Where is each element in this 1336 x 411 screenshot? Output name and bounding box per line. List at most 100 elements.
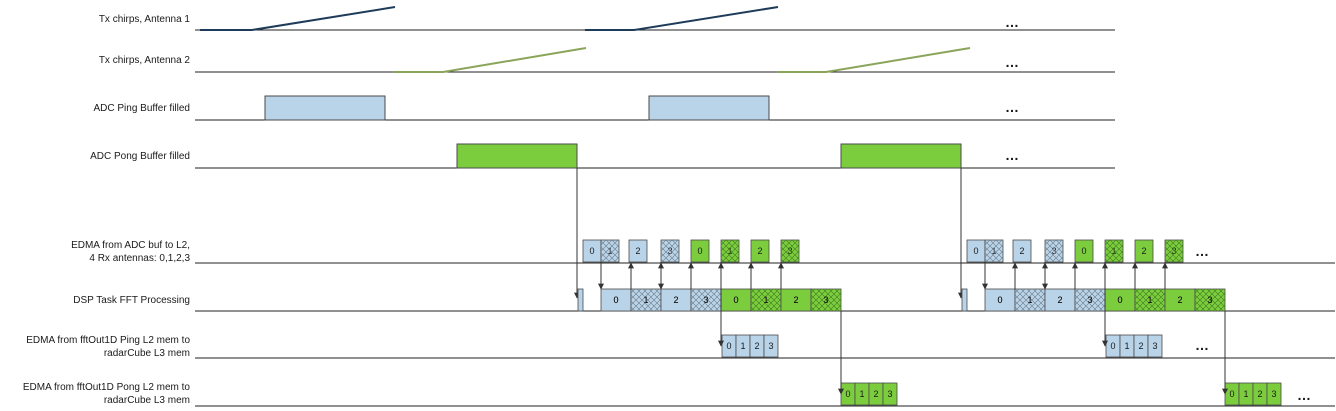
pong-buffer-block bbox=[840, 143, 962, 169]
tx1-chirp bbox=[200, 6, 396, 31]
trigger-arrows bbox=[574, 168, 964, 299]
hatch-overlay bbox=[985, 240, 1003, 262]
hatch-overlay bbox=[1165, 240, 1183, 262]
cell-label: 2 bbox=[1019, 246, 1024, 256]
ellipsis-ping: … bbox=[1005, 99, 1019, 115]
hatch-overlay bbox=[1015, 289, 1045, 311]
edma-adc-cell: 2 bbox=[1134, 239, 1154, 263]
hatch-overlay bbox=[1135, 289, 1165, 311]
edma-ping-l3-cell: 1 bbox=[1119, 334, 1135, 358]
cell-label: 2 bbox=[793, 295, 798, 305]
cell-label: 3 bbox=[1207, 295, 1212, 305]
edma-pong-l3-cell: 3 bbox=[1266, 382, 1282, 406]
cell-label: 2 bbox=[673, 295, 678, 305]
cell-label: 3 bbox=[887, 389, 892, 399]
cell-label: 3 bbox=[1152, 341, 1157, 351]
edma-ping-l3-cell: 0 bbox=[1105, 334, 1121, 358]
cell-label: 1 bbox=[1027, 295, 1032, 305]
ellipsis-edma2: … bbox=[1195, 337, 1209, 353]
cell-label: 2 bbox=[1057, 295, 1062, 305]
cell-label: 0 bbox=[613, 295, 618, 305]
cell-label: 0 bbox=[726, 341, 731, 351]
row-label-edma1-line1: EDMA from ADC buf to L2, bbox=[71, 240, 190, 251]
cell-label: 2 bbox=[1257, 389, 1262, 399]
edma-adc-cell: 2 bbox=[1012, 239, 1032, 263]
edma-ping-l3-cell: 1 bbox=[735, 334, 751, 358]
dsp-marker bbox=[577, 288, 584, 312]
edma-pong-l3-cell: 2 bbox=[1252, 382, 1268, 406]
dsp-marker bbox=[961, 288, 968, 312]
cell-label: 1 bbox=[1124, 341, 1129, 351]
edma-pong-l3-cell: 0 bbox=[1224, 382, 1240, 406]
cell-label: 0 bbox=[733, 295, 738, 305]
cell-label: 2 bbox=[754, 341, 759, 351]
cell-label: 0 bbox=[1081, 246, 1086, 256]
cell-label: 2 bbox=[1177, 295, 1182, 305]
cell-label: 2 bbox=[1057, 295, 1062, 305]
cell-label: 3 bbox=[1271, 389, 1276, 399]
pong-buffer-block bbox=[456, 143, 578, 169]
edma-ping-l3-cell: 3 bbox=[763, 334, 779, 358]
tx2-chirp bbox=[778, 47, 971, 73]
cell-label: 2 bbox=[1141, 246, 1146, 256]
cell-label: 1 bbox=[643, 295, 648, 305]
hatch-overlay bbox=[1105, 240, 1123, 262]
cell-label: 2 bbox=[635, 246, 640, 256]
cell-label: 3 bbox=[823, 295, 828, 305]
cell-label: 0 bbox=[697, 246, 702, 256]
edma-pong-l3-cell: 1 bbox=[854, 382, 870, 406]
cell-label: 0 bbox=[733, 295, 738, 305]
dependency-arrows bbox=[598, 262, 1228, 395]
row-label-tx2: Tx chirps, Antenna 2 bbox=[99, 55, 191, 66]
row-label-tx1: Tx chirps, Antenna 1 bbox=[99, 14, 191, 25]
edma-pong-l3-cell: 2 bbox=[868, 382, 884, 406]
edma-pong-l3-cell: 0 bbox=[840, 382, 856, 406]
edma-ping-l3-cell: 2 bbox=[1133, 334, 1149, 358]
cell-label: 0 bbox=[845, 389, 850, 399]
cell-label: 1 bbox=[1243, 389, 1248, 399]
cell-label: 3 bbox=[703, 295, 708, 305]
row-labels: Tx chirps, Antenna 1 Tx chirps, Antenna … bbox=[23, 14, 191, 406]
ping-buffer-block bbox=[648, 95, 770, 121]
cell-label: 2 bbox=[757, 246, 762, 256]
cell-label: 0 bbox=[997, 295, 1002, 305]
cell-label: 1 bbox=[763, 295, 768, 305]
row-label-ping: ADC Ping Buffer filled bbox=[93, 103, 190, 114]
edma-adc-cell: 0 bbox=[966, 239, 986, 263]
edma-ping-l3-cell: 0 bbox=[721, 334, 737, 358]
hatch-overlay bbox=[721, 240, 739, 262]
ellipses: … … … … … … … bbox=[1005, 14, 1311, 403]
cell-label: 0 bbox=[973, 246, 978, 256]
cell-label: 2 bbox=[873, 389, 878, 399]
ellipsis-edma1: … bbox=[1195, 243, 1209, 259]
ellipsis-tx1: … bbox=[1005, 14, 1019, 30]
hatch-overlay bbox=[631, 289, 661, 311]
row-label-dsp: DSP Task FFT Processing bbox=[73, 295, 190, 306]
cell-label: 2 bbox=[673, 295, 678, 305]
hatch-overlay bbox=[661, 240, 679, 262]
edma-adc-cell: 2 bbox=[750, 239, 770, 263]
hatch-overlay bbox=[1195, 289, 1225, 311]
cell-label: 2 bbox=[1138, 341, 1143, 351]
tx2-chirp bbox=[394, 47, 587, 73]
hatch-overlay bbox=[1045, 240, 1063, 262]
cell-label: 0 bbox=[1229, 389, 1234, 399]
edma-adc-cell: 0 bbox=[1074, 239, 1094, 263]
cell-label: 3 bbox=[768, 341, 773, 351]
ellipsis-pong: … bbox=[1005, 147, 1019, 163]
row-label-edma2-line2: radarCube L3 mem bbox=[104, 348, 190, 359]
cell-label: 2 bbox=[793, 295, 798, 305]
cell-label: 3 bbox=[1087, 295, 1092, 305]
row-label-edma1-line2: 4 Rx antennas: 0,1,2,3 bbox=[89, 253, 190, 264]
ellipsis-edma3: … bbox=[1297, 387, 1311, 403]
cell-label: 0 bbox=[1117, 295, 1122, 305]
edma-adc-cell: 0 bbox=[582, 239, 602, 263]
tx1-chirp bbox=[585, 6, 779, 31]
edma-ping-l3-cell: 2 bbox=[749, 334, 765, 358]
hatch-overlay bbox=[811, 289, 841, 311]
cell-label: 1 bbox=[740, 341, 745, 351]
edma-adc-cell: 2 bbox=[628, 239, 648, 263]
